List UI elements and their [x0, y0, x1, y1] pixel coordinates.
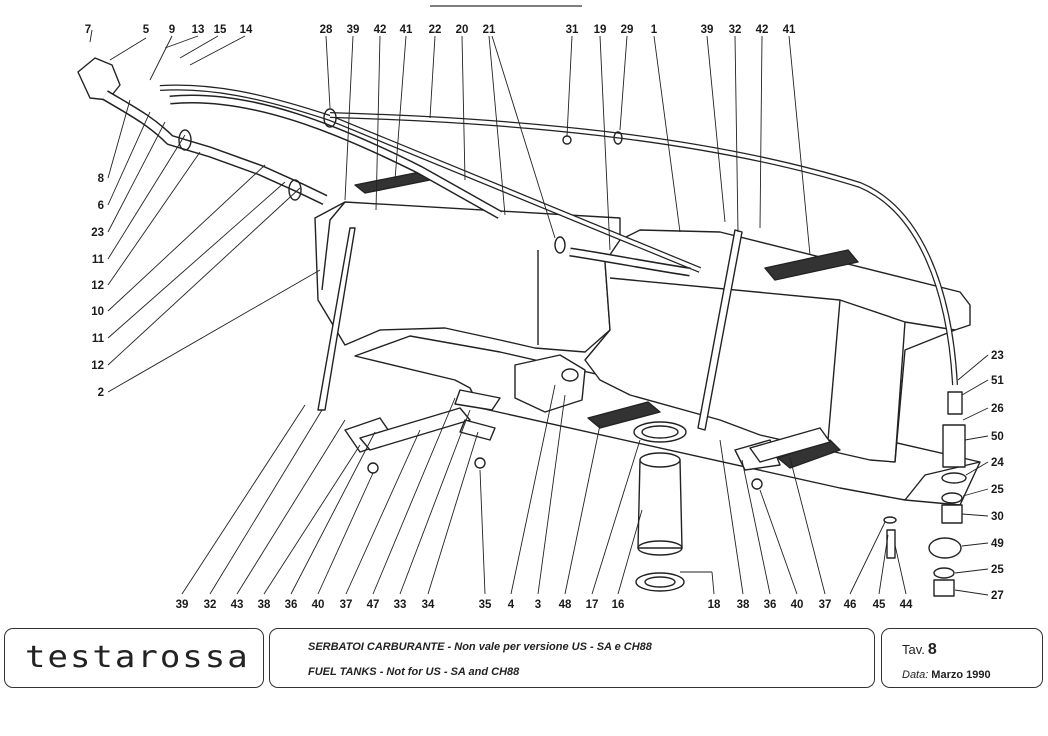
callout-16: 16 [612, 599, 625, 611]
callout-21: 21 [483, 24, 496, 36]
callout-37: 37 [819, 599, 832, 611]
callout-11: 11 [92, 254, 105, 266]
callout-38: 38 [258, 599, 271, 611]
logo-panel: testarossa [4, 628, 264, 688]
date-line: Data:Marzo 1990 [902, 669, 991, 681]
callout-23: 23 [91, 227, 104, 239]
callout-48: 48 [559, 599, 572, 611]
callout-13: 13 [192, 24, 205, 36]
callout-51: 51 [991, 375, 1004, 387]
callout-3: 3 [535, 599, 541, 611]
description-italian: SERBATOI CARBURANTE - Non vale per versi… [308, 641, 652, 653]
callout-40: 40 [791, 599, 804, 611]
callout-43: 43 [231, 599, 244, 611]
callout-36: 36 [764, 599, 777, 611]
callout-22: 22 [429, 24, 442, 36]
callout-42: 42 [756, 24, 769, 36]
callout-32: 32 [729, 24, 742, 36]
callout-41: 41 [400, 24, 413, 36]
callout-32: 32 [204, 599, 217, 611]
plate-label: Tav. [902, 642, 925, 657]
callout-26: 26 [991, 403, 1004, 415]
callout-1: 1 [651, 24, 658, 36]
callout-19: 19 [594, 24, 607, 36]
callout-2: 2 [98, 387, 104, 399]
callout-20: 20 [456, 24, 469, 36]
description-english: FUEL TANKS - Not for US - SA and CH88 [308, 666, 520, 678]
callout-23: 23 [991, 350, 1004, 362]
callout-31: 31 [566, 24, 579, 36]
date-value: Marzo 1990 [931, 669, 991, 681]
callout-15: 15 [214, 24, 227, 36]
callout-40: 40 [312, 599, 325, 611]
callout-10: 10 [91, 306, 104, 318]
callout-39: 39 [347, 24, 360, 36]
plate-number: Tav.8 [902, 641, 937, 659]
callout-44: 44 [900, 599, 913, 611]
callout-9: 9 [169, 24, 175, 36]
diagram-drawing [77, 57, 981, 597]
callout-36: 36 [285, 599, 298, 611]
callout-35: 35 [479, 599, 492, 611]
brand-logo: testarossa [25, 639, 250, 675]
callout-50: 50 [991, 431, 1004, 443]
callout-25: 25 [991, 564, 1004, 576]
title-panel: SERBATOI CARBURANTE - Non vale per versi… [269, 628, 875, 688]
date-label: Data: [902, 669, 929, 681]
callout-37: 37 [340, 599, 353, 611]
callout-27: 27 [991, 590, 1004, 602]
callout-14: 14 [240, 24, 253, 36]
callout-17: 17 [586, 599, 599, 611]
callout-39: 39 [176, 599, 189, 611]
callout-30: 30 [991, 511, 1004, 523]
callout-41: 41 [783, 24, 796, 36]
callout-49: 49 [991, 538, 1004, 550]
callout-5: 5 [143, 24, 150, 36]
callout-47: 47 [367, 599, 380, 611]
leader-lines [89, 29, 989, 596]
callout-28: 28 [320, 24, 333, 36]
callout-7: 7 [85, 24, 91, 36]
fuel-tank-exploded-diagram: 7 5 9 13 15 14 28 39 42 41 22 20 21 31 1… [77, 5, 1005, 611]
plate-info-panel: Tav.8 Data:Marzo 1990 [881, 628, 1043, 688]
callout-34: 34 [422, 599, 435, 611]
callout-46: 46 [844, 599, 857, 611]
plate-value: 8 [927, 641, 937, 658]
callout-8: 8 [98, 173, 105, 185]
callout-29: 29 [621, 24, 634, 36]
callout-12: 12 [91, 360, 104, 372]
callout-6: 6 [98, 200, 104, 212]
callout-24: 24 [991, 457, 1004, 469]
callout-25: 25 [991, 484, 1004, 496]
callout-45: 45 [873, 599, 886, 611]
callout-33: 33 [394, 599, 407, 611]
callout-18: 18 [708, 599, 721, 611]
callout-12: 12 [91, 280, 104, 292]
callout-4: 4 [508, 599, 515, 611]
callout-11: 11 [92, 333, 105, 345]
callout-numbers: 7 5 9 13 15 14 28 39 42 41 22 20 21 31 1… [85, 24, 1005, 611]
callout-39: 39 [701, 24, 714, 36]
callout-42: 42 [374, 24, 387, 36]
callout-38: 38 [737, 599, 750, 611]
